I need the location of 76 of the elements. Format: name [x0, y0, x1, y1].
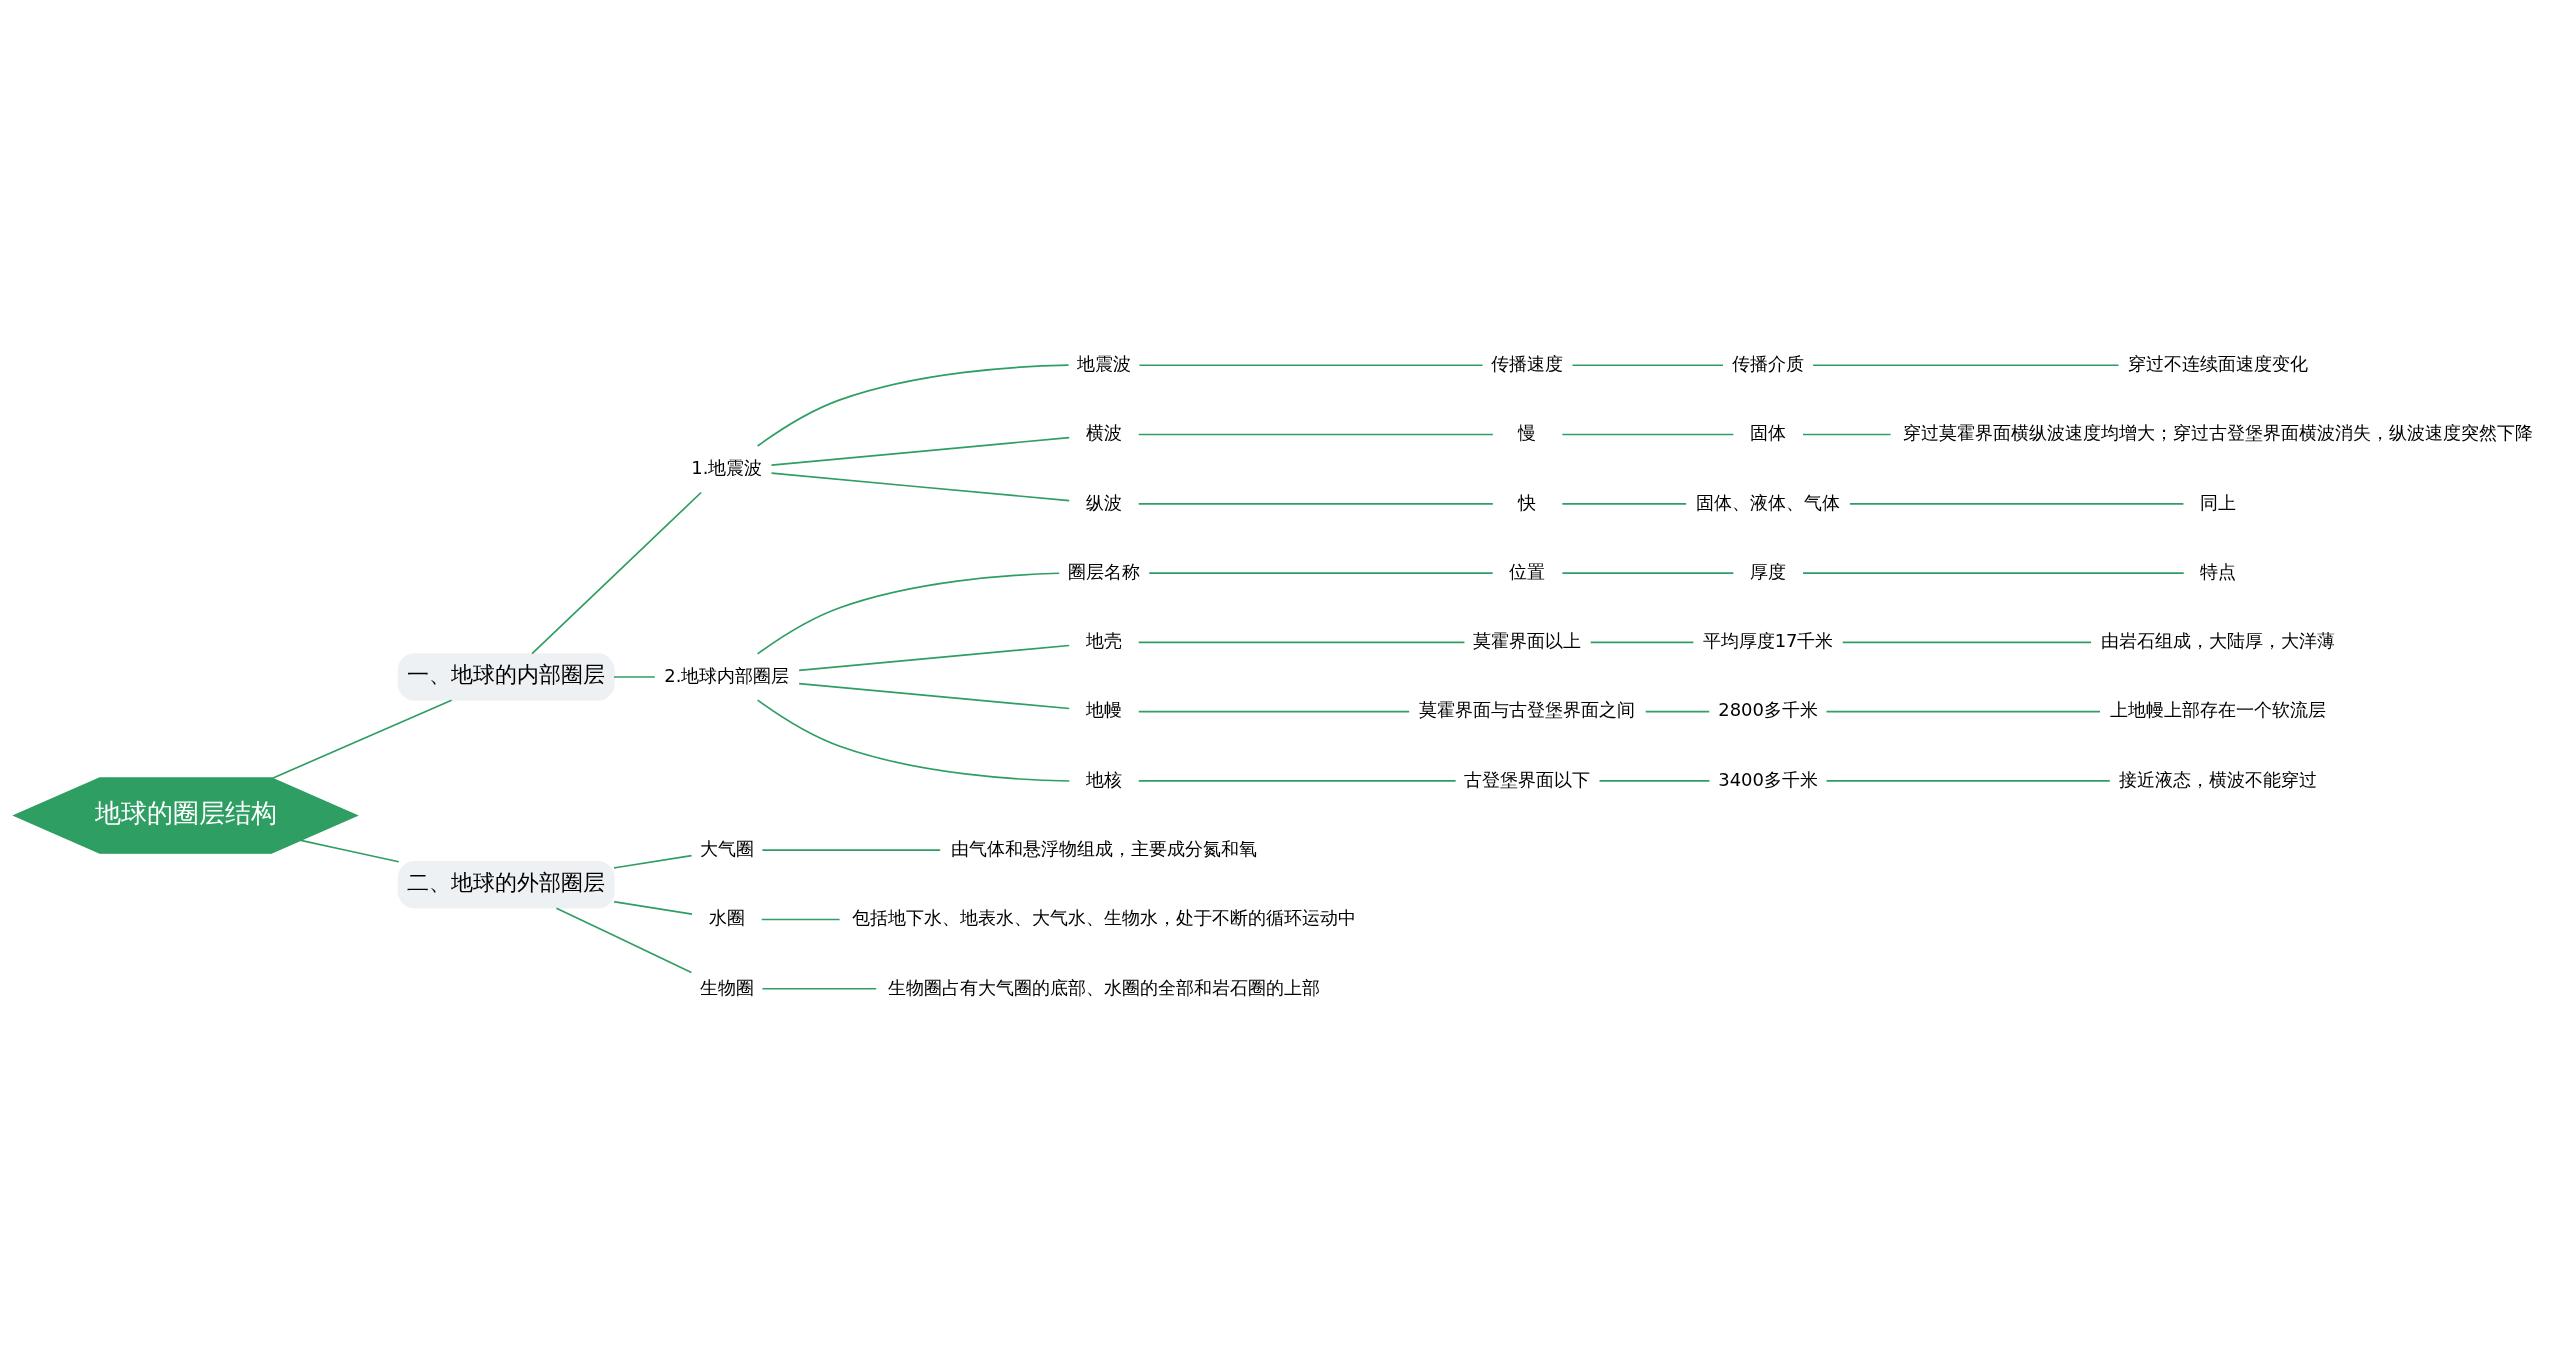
connector — [1849, 502, 2185, 505]
connector — [1802, 433, 1892, 435]
node-text: 2.地球内部圈层 — [664, 664, 790, 686]
connector — [761, 848, 941, 851]
node-text: 固体 — [1750, 421, 1787, 443]
node-text: 生物圈 — [699, 976, 754, 998]
node-text: 2800多千米 — [1718, 698, 1818, 720]
node-text: 水圈 — [708, 906, 745, 928]
connector — [613, 900, 693, 915]
connector — [1802, 571, 2185, 574]
connector — [1137, 502, 1494, 505]
connector — [1137, 710, 1410, 712]
node-text: 地壳 — [1086, 629, 1123, 651]
node-text: 由气体和悬浮物组成，主要成分氮和氧 — [951, 837, 1258, 859]
connector — [760, 918, 841, 920]
connector — [1825, 779, 2111, 782]
node-text: 地幔 — [1086, 698, 1123, 720]
connector — [756, 571, 1060, 655]
connector — [1598, 779, 1711, 782]
connector — [1137, 641, 1466, 643]
node-text: 接近液态，横波不能穿过 — [2119, 768, 2318, 790]
connector — [1571, 363, 1724, 366]
connector — [756, 363, 1070, 447]
connector — [1841, 641, 2092, 643]
connector — [798, 682, 1071, 709]
connector — [1137, 779, 1457, 782]
node-text: 地震波 — [1077, 352, 1132, 374]
connector — [531, 491, 702, 654]
node-text: 同上 — [2200, 491, 2237, 513]
connector — [1825, 710, 2101, 712]
node-text: 地核 — [1086, 768, 1123, 790]
node-text: 3400多千米 — [1718, 768, 1818, 790]
node-text: 传播速度 — [1491, 352, 1564, 374]
node-text: 生物圈占有大气圈的底部、水圈的全部和岩石圈的上部 — [888, 976, 1321, 998]
connector — [1561, 433, 1735, 435]
connector — [1148, 571, 1494, 574]
connector — [271, 698, 453, 779]
connector — [1589, 641, 1695, 643]
connector — [761, 987, 878, 990]
connector — [613, 854, 693, 869]
connector — [1644, 710, 1711, 712]
node-text: 厚度 — [1750, 560, 1787, 582]
node-box: 一、地球的内部圈层 — [397, 652, 615, 701]
connector — [756, 698, 1071, 782]
node-text: 1.地震波 — [691, 456, 763, 478]
node-text: 上地幔上部存在一个软流层 — [2110, 698, 2327, 720]
node-text: 古登堡界面以下 — [1464, 768, 1591, 790]
node-text: 平均厚度17千米 — [1702, 629, 1834, 651]
connector — [1561, 571, 1735, 574]
connector — [555, 906, 693, 973]
node-text: 大气圈 — [699, 837, 754, 859]
node-text: 快 — [1518, 491, 1537, 513]
node-text: 位置 — [1509, 560, 1546, 582]
node-text: 特点 — [2200, 560, 2237, 582]
node-text: 固体、液体、气体 — [1696, 491, 1841, 513]
node-text: 慢 — [1518, 421, 1537, 443]
connector — [1137, 433, 1494, 435]
node-text: 莫霍界面与古登堡界面之间 — [1419, 698, 1636, 720]
node-text: 纵波 — [1086, 491, 1123, 513]
node-text: 传播介质 — [1732, 352, 1805, 374]
connector — [613, 675, 656, 678]
node-text: 穿过不连续面速度变化 — [2128, 352, 2309, 374]
connector — [1812, 363, 2120, 366]
connector — [798, 644, 1071, 671]
node-text: 圈层名称 — [1068, 560, 1141, 582]
node-text: 穿过莫霍界面横纵波速度均增大；穿过古登堡界面横波消失，纵波速度突然下降 — [1903, 421, 2534, 443]
connector — [299, 839, 400, 863]
node-box: 二、地球的外部圈层 — [397, 860, 615, 909]
connector — [770, 436, 1071, 466]
node-text: 包括地下水、地表水、大气水、生物水，处于不断的循环运动中 — [852, 906, 1357, 928]
node-text: 横波 — [1086, 421, 1123, 443]
node-text: 莫霍界面以上 — [1473, 629, 1582, 651]
connector — [1138, 363, 1484, 366]
connector — [1561, 502, 1687, 505]
node-text: 由岩石组成，大陆厚，大洋薄 — [2101, 629, 2336, 651]
connector — [770, 471, 1071, 502]
